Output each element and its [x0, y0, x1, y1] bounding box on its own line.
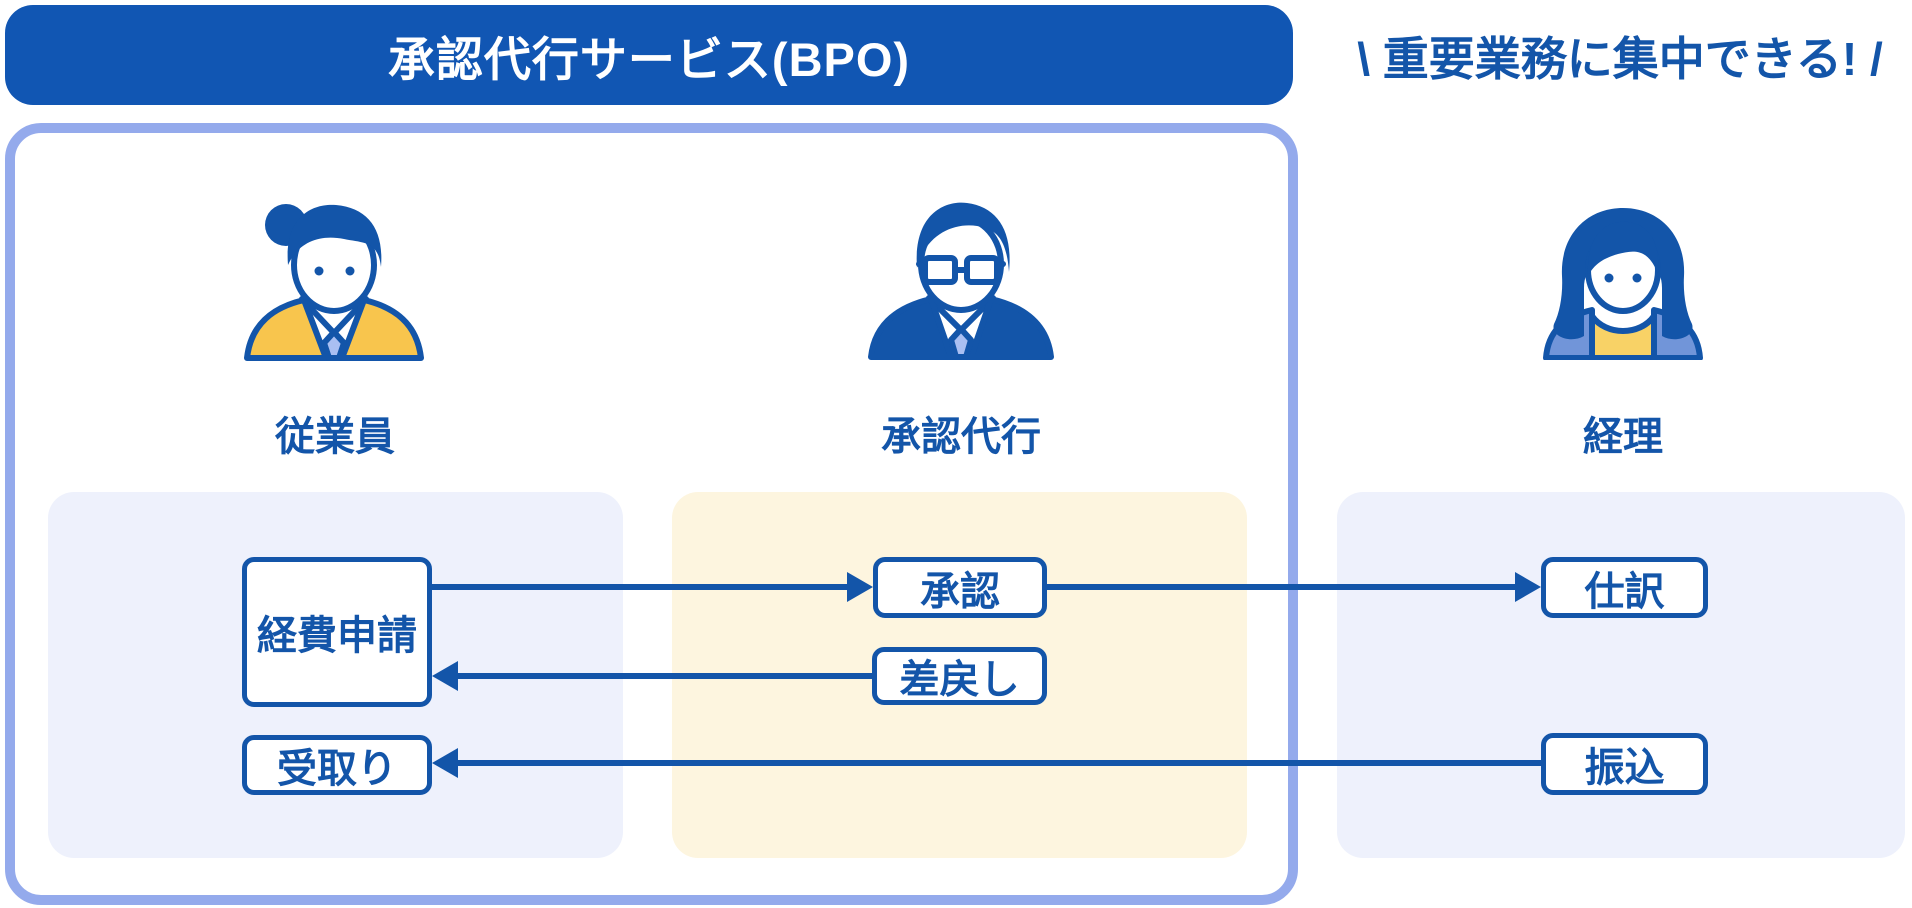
role-label-employee: 従業員	[275, 415, 395, 459]
accounting-lane-panel	[1337, 492, 1905, 858]
employee-person-icon	[244, 204, 424, 361]
flow-node-approval: 承認	[873, 557, 1047, 618]
flow-node-sendback: 差戻し	[872, 647, 1047, 705]
flow-node-receipt: 受取り	[242, 735, 432, 795]
flow-node-transfer: 振込	[1541, 733, 1708, 795]
arrow-approval-to-journal-line	[1045, 584, 1516, 590]
role-label-proxy: 承認代行	[881, 415, 1041, 459]
arrow-sendback-to-expense-line	[456, 673, 872, 679]
flow-node-expense-request: 経費申請	[242, 557, 432, 707]
slogan-text: \ 重要業務に集中できる! /	[1357, 33, 1883, 85]
arrow-transfer-to-receipt-line	[456, 760, 1541, 766]
header-title: 承認代行サービス(BPO)	[387, 32, 911, 86]
arrow-expense-to-approval-head-icon	[847, 572, 873, 602]
service-scope-frame	[5, 123, 1298, 905]
flow-node-journal: 仕訳	[1541, 557, 1708, 618]
glasses-icon	[922, 255, 958, 285]
header-bar: 承認代行サービス(BPO)	[5, 5, 1293, 105]
proxy-approver-person-icon	[868, 202, 1054, 360]
role-label-accounting: 経理	[1583, 415, 1663, 459]
arrow-sendback-to-expense-head-icon	[432, 661, 458, 691]
arrow-expense-to-approval-line	[430, 584, 848, 590]
accounting-person-icon	[1543, 208, 1703, 360]
arrow-approval-to-journal-head-icon	[1515, 572, 1541, 602]
arrow-transfer-to-receipt-head-icon	[432, 748, 458, 778]
